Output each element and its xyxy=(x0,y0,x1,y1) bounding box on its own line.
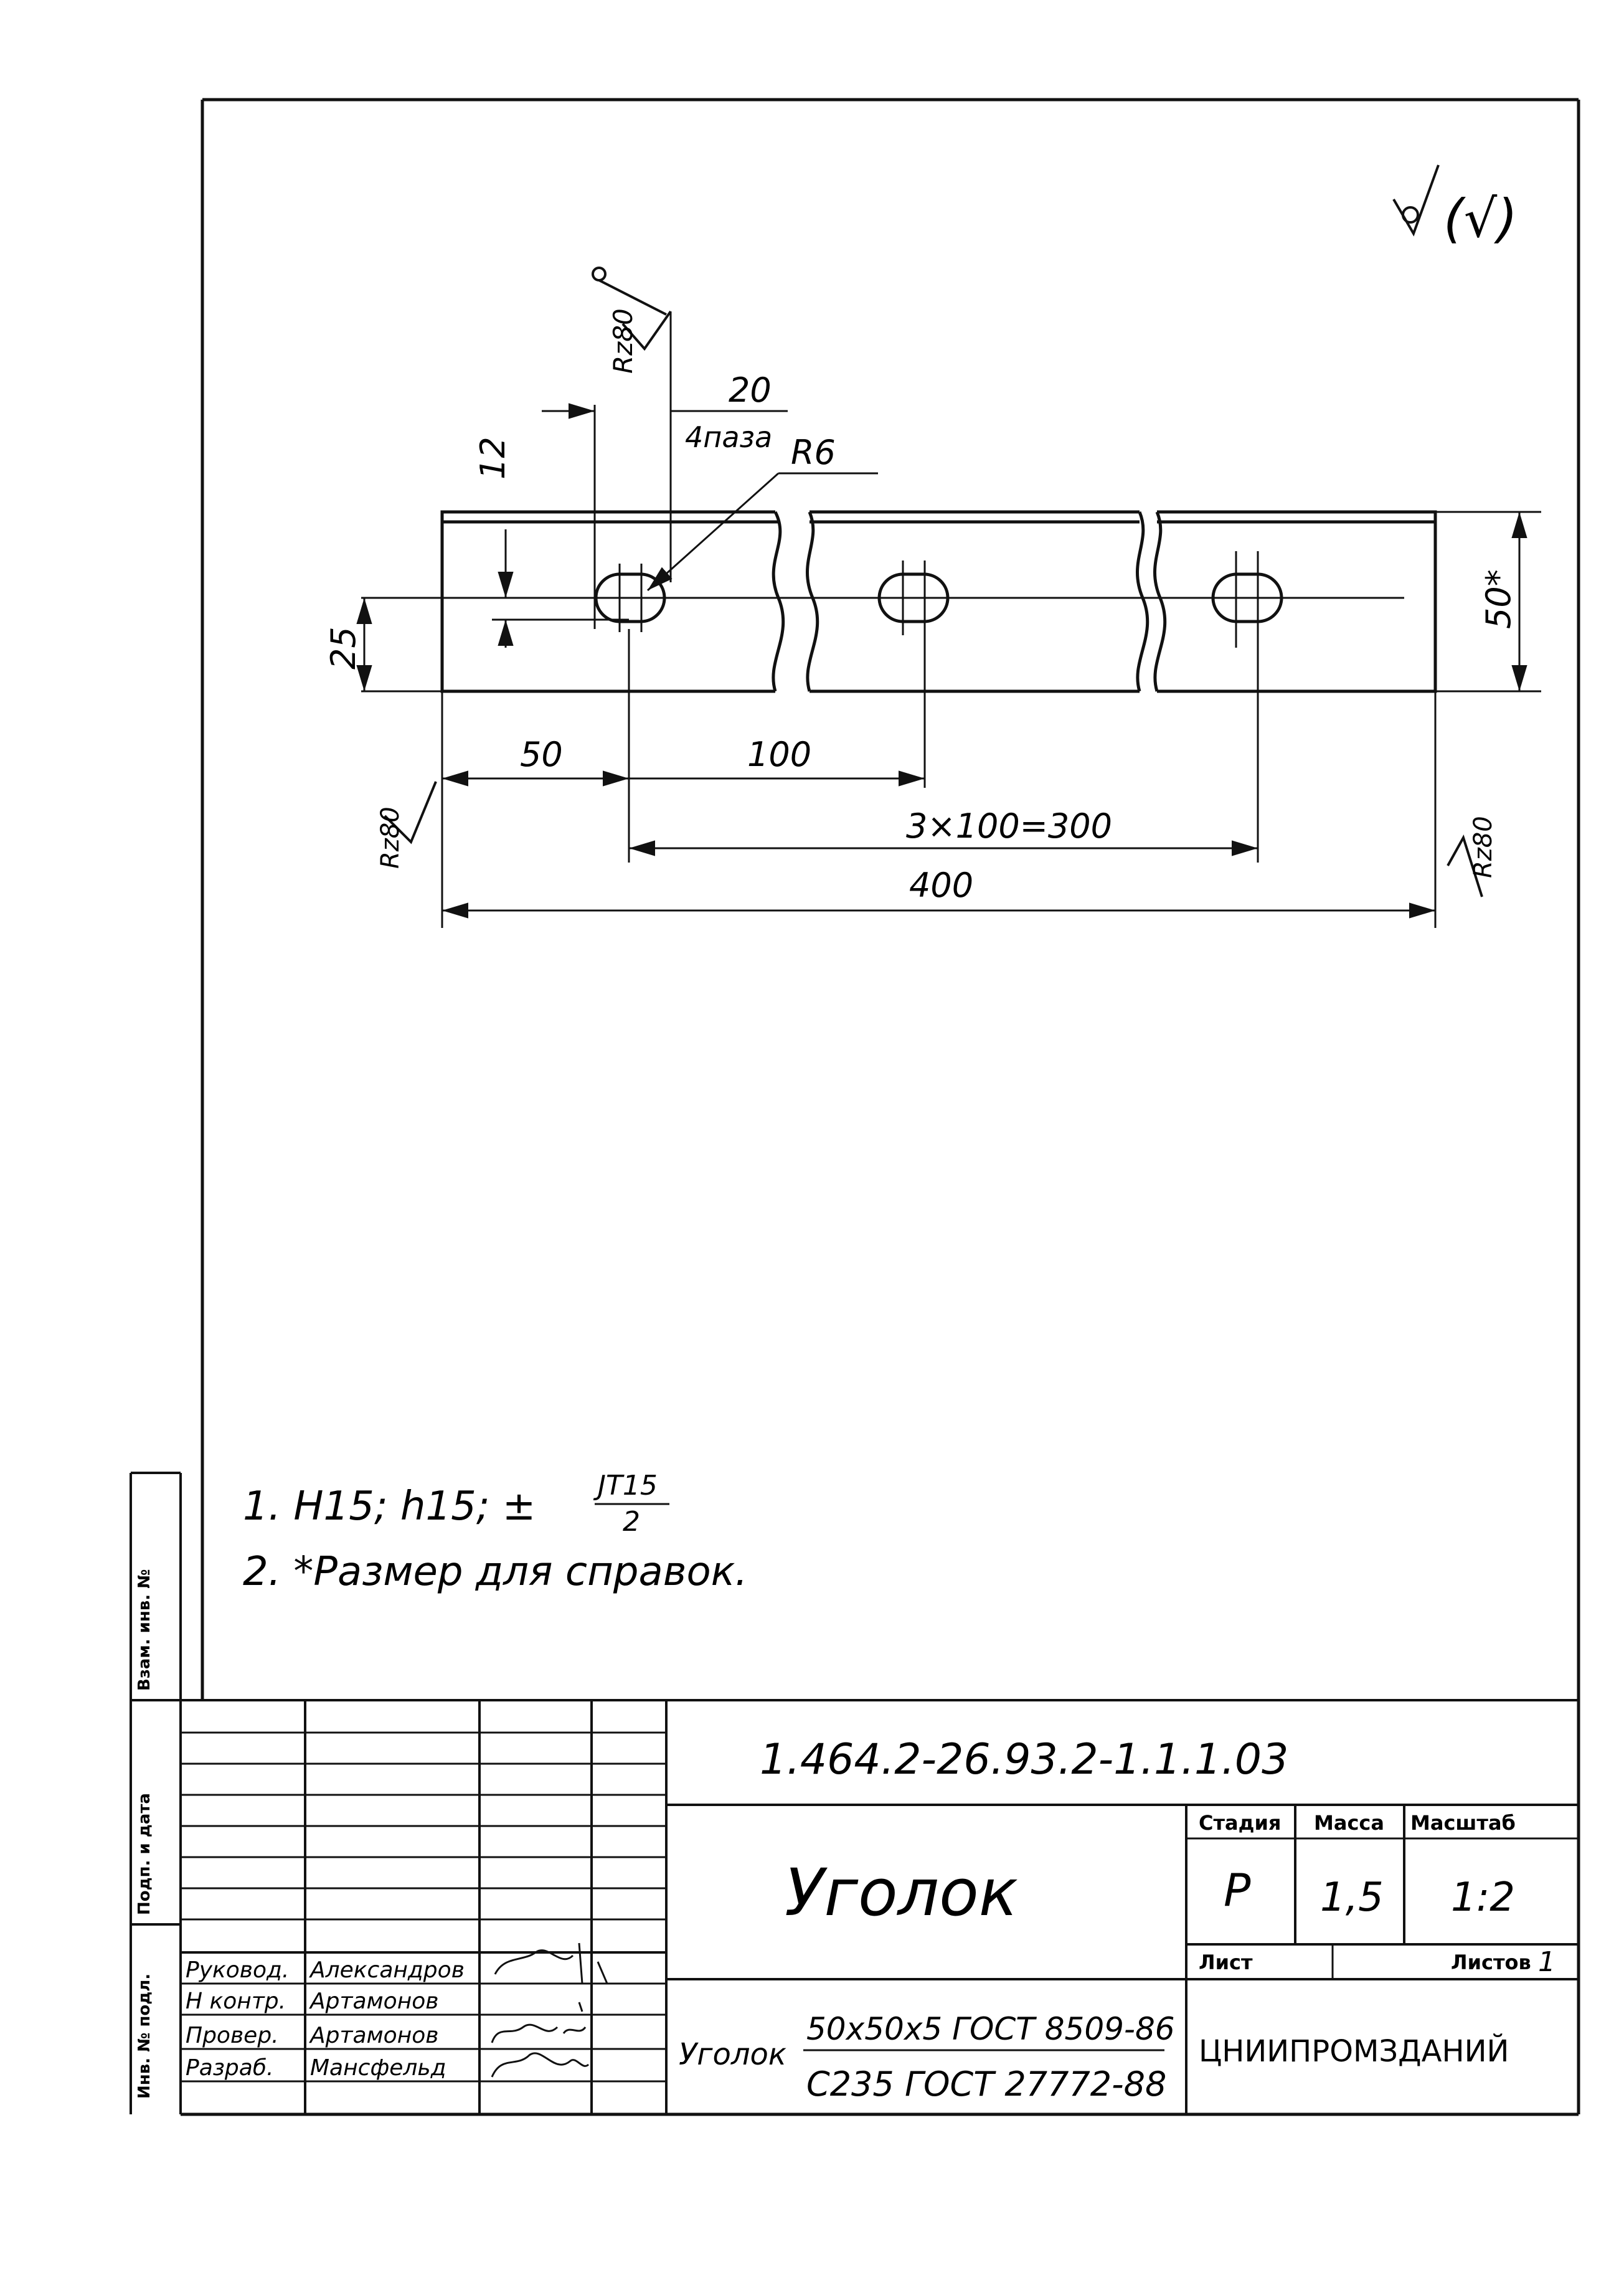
note-tolerances: 1. H15; h15; ± xyxy=(243,1483,536,1530)
centerline-height-dim xyxy=(356,598,442,693)
side-stamp-inv: Инв. № подл. xyxy=(135,1974,154,2099)
right-end-roughness-mark xyxy=(1447,834,1483,897)
slot-radius-leader xyxy=(646,472,878,592)
stage-label: Стадия xyxy=(1199,1811,1281,1835)
title-block xyxy=(181,1699,1579,2116)
slot-roughness-mark xyxy=(592,267,672,351)
dim-overall-length: 400 xyxy=(909,866,973,905)
side-stamp-date: Подп. и дата xyxy=(135,1793,154,1915)
dim-slot-count: 4паза xyxy=(685,420,772,454)
signatory-role-developer: Разраб. xyxy=(186,2055,273,2081)
left-end-roughness-mark xyxy=(384,781,437,844)
material-bottom: С235 ГОСТ 27772-88 xyxy=(806,2065,1166,2104)
scale-value: 1:2 xyxy=(1451,1875,1515,1921)
left-end-roughness-value: Rz80 xyxy=(376,807,405,869)
slot-length-dim xyxy=(542,311,788,629)
signatory-name-developer: Мансфельд xyxy=(310,2055,446,2081)
signature-scribbles xyxy=(491,1942,608,2078)
signatory-role-normcontrol: Н контр. xyxy=(186,1989,286,2014)
organization: ЦНИИПРОМЗДАНИЙ xyxy=(1199,2033,1509,2069)
signatory-role-lead: Руковод. xyxy=(186,1957,289,1983)
signatory-name-checked: Артамонов xyxy=(309,2023,438,2048)
note-tolerance-denominator: 2 xyxy=(623,1506,640,1538)
mass-value: 1,5 xyxy=(1320,1875,1384,1921)
dim-hole-pitch: 100 xyxy=(747,735,811,774)
part-outline xyxy=(440,510,1437,693)
dim-first-hole-offset: 50 xyxy=(520,735,563,774)
dim-slot-radius: R6 xyxy=(791,433,836,472)
dim-slot-length: 20 xyxy=(729,371,772,410)
sheets-label: Листов xyxy=(1451,1951,1531,1974)
extension-lines xyxy=(441,629,1437,928)
general-roughness-mark xyxy=(1392,164,1440,237)
general-roughness-note: (√) xyxy=(1443,188,1518,249)
scale-label: Масштаб xyxy=(1410,1811,1516,1835)
doc-code: 1.464.2-26.93.2-1.1.1.03 xyxy=(760,1735,1288,1784)
dim-centerline-height: 25 xyxy=(324,627,363,669)
mass-label: Масса xyxy=(1314,1811,1384,1835)
sheet-label: Лист xyxy=(1199,1951,1253,1974)
sheets-value: 1 xyxy=(1538,1946,1556,1978)
part-name: Уголок xyxy=(785,1855,1018,1931)
stage-value: Р xyxy=(1224,1864,1251,1916)
signatory-name-lead: Александров xyxy=(309,1957,465,1983)
dim-pitch-total: 3×100=300 xyxy=(906,807,1112,846)
right-end-roughness-value: Rz80 xyxy=(1469,816,1498,878)
overall-height-dim xyxy=(1435,511,1541,693)
dim-slot-offset: 12 xyxy=(473,437,512,480)
signatory-name-normcontrol: Артамонов xyxy=(309,1989,438,2014)
note-reference-size: 2. *Размер для справок. xyxy=(243,1549,748,1595)
material-top: 50x50x5 ГОСТ 8509-86 xyxy=(806,2011,1175,2047)
signatory-role-checked: Провер. xyxy=(186,2023,279,2048)
side-stamp xyxy=(130,1472,202,2114)
slot-3 xyxy=(1211,551,1283,648)
note-tolerance-numerator: JT15 xyxy=(593,1470,658,1502)
slot-roughness-value: Rz80 xyxy=(608,308,638,374)
material-prefix: Уголок xyxy=(679,2037,786,2072)
dim-overall-height: 50* xyxy=(1479,569,1518,629)
side-stamp-replace: Взам. инв. № xyxy=(135,1569,154,1691)
